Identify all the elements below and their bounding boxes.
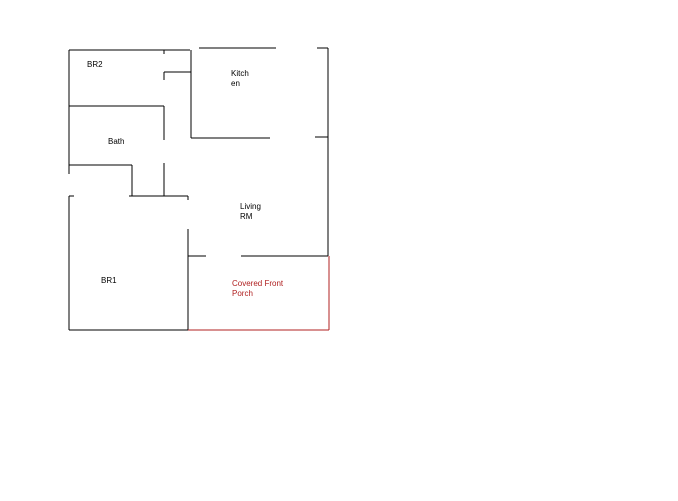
outer-walls bbox=[68, 47, 329, 331]
kitchen-label-line1: Kitch bbox=[231, 69, 249, 78]
interior-walls-west bbox=[69, 50, 191, 330]
porch-outline bbox=[188, 256, 330, 331]
room-label-br2: BR2 bbox=[87, 60, 103, 70]
kitchen-label-line2: en bbox=[231, 79, 240, 88]
room-label-porch: Covered Front Porch bbox=[232, 279, 283, 299]
room-label-br1: BR1 bbox=[101, 276, 117, 286]
living-label-line2: RM bbox=[240, 212, 253, 221]
br1-label-text: BR1 bbox=[101, 276, 117, 285]
br2-label-text: BR2 bbox=[87, 60, 103, 69]
porch-label-line2: Porch bbox=[232, 289, 253, 298]
porch-label-line1: Covered Front bbox=[232, 279, 284, 288]
room-label-living: Living RM bbox=[240, 202, 261, 222]
room-label-bath: Bath bbox=[108, 137, 124, 147]
kitchen-walls bbox=[190, 50, 328, 139]
bath-label-text: Bath bbox=[108, 137, 125, 146]
room-label-kitchen: Kitch en bbox=[231, 69, 249, 89]
living-label-line1: Living bbox=[240, 202, 261, 211]
